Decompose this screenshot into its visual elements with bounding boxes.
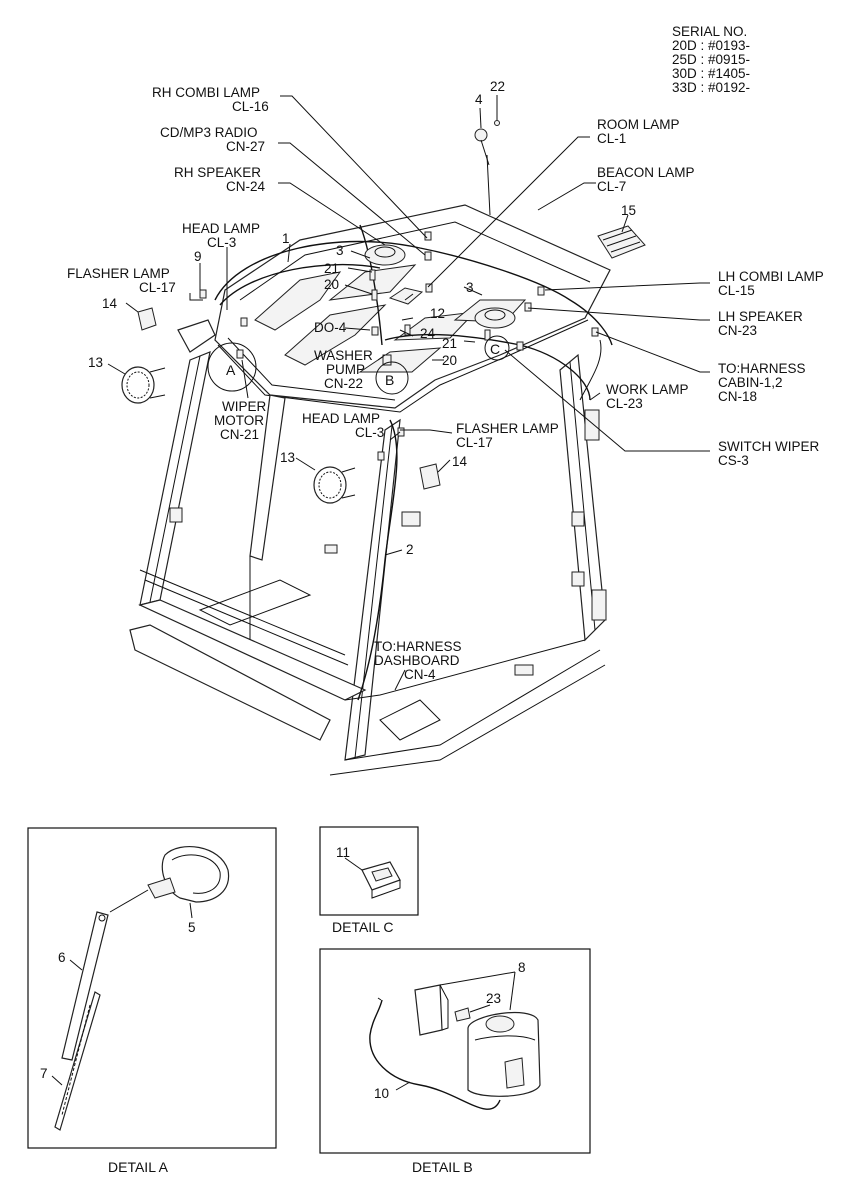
switch-wiper-code: CS-3: [718, 453, 749, 468]
part-number: 11: [336, 845, 350, 860]
flasher-lamp-left-code: CL-17: [139, 280, 176, 295]
rh-speaker-icon: [364, 244, 406, 266]
part-number: 23: [486, 991, 501, 1006]
part-number: 13: [280, 450, 295, 465]
room-lamp-icon: [388, 287, 424, 305]
part-number: 3: [466, 280, 474, 295]
work-lamp-label: WORK LAMP: [606, 382, 689, 397]
rh-speaker-code: CN-24: [226, 179, 266, 194]
lh-combi-lamp-label: LH COMBI LAMP: [718, 269, 824, 284]
part-number: 15: [621, 203, 636, 218]
part-number: 2: [406, 542, 414, 557]
wiper-blade-icon: [54, 991, 101, 1131]
flasher-lamp-center-icon: [419, 463, 441, 490]
washer-pump-label: WASHER: [314, 348, 373, 363]
lh-speaker-icon: [474, 307, 516, 329]
rh-speaker-label: RH SPEAKER: [174, 165, 261, 180]
part-number: 20: [324, 277, 339, 292]
harness-dashboard-label: TO:HARNESS: [374, 639, 462, 654]
detail-markers: A B C: [207, 335, 510, 395]
part-number: 22: [490, 79, 505, 94]
beacon-lamp-icon: [597, 225, 646, 259]
leader-lines: [107, 95, 710, 691]
head-lamp-center-label: HEAD LAMP: [302, 411, 380, 426]
harness-cabin-label: TO:HARNESS: [718, 361, 806, 376]
head-lamp-left-code: CL-3: [207, 235, 236, 250]
part-number: 20: [442, 353, 457, 368]
harness-dashboard-code: CN-4: [404, 667, 436, 682]
roof-components: [177, 120, 646, 461]
antenna-base-icon: [474, 128, 488, 142]
serial-line: 20D : #0193-: [672, 38, 750, 53]
detail-marker-c: C: [490, 341, 500, 357]
detail-b-panel: 8 23 10: [319, 948, 591, 1154]
part-number: 24: [420, 326, 436, 341]
switch-wiper-label: SWITCH WIPER: [718, 439, 819, 454]
beacon-lamp-label: BEACON LAMP: [597, 165, 695, 180]
part-number: 5: [188, 920, 196, 935]
flasher-lamp-left-icon: [137, 307, 157, 331]
part-number: 4: [475, 92, 483, 107]
wiper-motor-label-2: MOTOR: [214, 413, 264, 428]
callout-labels: RH COMBI LAMP CL-16 CD/MP3 RADIO CN-27 R…: [67, 85, 824, 682]
beacon-lamp-code: CL-7: [597, 179, 626, 194]
harness-cabin-code: CN-18: [718, 389, 757, 404]
lh-speaker-label: LH SPEAKER: [718, 309, 803, 324]
do4-label: DO-4: [314, 320, 347, 335]
flasher-lamp-center-code: CL-17: [456, 435, 493, 450]
head-lamp-center-code: CL-3: [355, 425, 384, 440]
cd-radio-label: CD/MP3 RADIO: [160, 125, 258, 140]
washer-pump-code: CN-22: [324, 376, 363, 391]
detail-c-caption: DETAIL C: [332, 919, 393, 935]
part-number: 7: [40, 1066, 48, 1081]
harness-dashboard-label-2: DASHBOARD: [374, 653, 460, 668]
detail-marker-b: B: [385, 372, 394, 388]
washer-bracket-icon: [414, 984, 443, 1036]
detail-marker-a: A: [226, 362, 236, 378]
part-number: 13: [88, 355, 103, 370]
part-number: 14: [452, 454, 468, 469]
work-lamp-code: CL-23: [606, 396, 643, 411]
flasher-lamp-center-label: FLASHER LAMP: [456, 421, 559, 436]
part-number: 1: [282, 231, 290, 246]
detail-b-caption: DETAIL B: [412, 1159, 473, 1175]
part-number: 3: [336, 243, 344, 258]
part-numbers: 4 22 1 3 3 9 21 21 20 20 12 24 14 14 13 …: [88, 79, 636, 557]
washer-cap-icon: [485, 1015, 515, 1033]
detail-c-panel: 11: [319, 826, 419, 916]
detail-a-panel: 5 6 7: [27, 827, 277, 1149]
room-lamp-code: CL-1: [597, 131, 626, 146]
head-lamp-left-label: HEAD LAMP: [182, 221, 260, 236]
part-number: 21: [442, 336, 457, 351]
head-lamp-center-icon: [313, 466, 356, 504]
flasher-lamp-left-label: FLASHER LAMP: [67, 266, 170, 281]
serial-line: 25D : #0915-: [672, 52, 750, 67]
wiper-motor-code: CN-21: [220, 427, 259, 442]
serial-number-block: SERIAL NO. 20D : #0193- 25D : #0915- 30D…: [672, 24, 750, 95]
part-number: 9: [194, 249, 202, 264]
room-lamp-label: ROOM LAMP: [597, 117, 680, 132]
head-lamp-left-icon: [121, 366, 166, 404]
rh-combi-lamp-label: RH COMBI LAMP: [152, 85, 260, 100]
rh-combi-lamp-code: CL-16: [232, 99, 269, 114]
detail-a-caption: DETAIL A: [108, 1159, 169, 1175]
part-number: 14: [102, 296, 118, 311]
lh-combi-lamp-code: CL-15: [718, 283, 755, 298]
serial-title: SERIAL NO.: [672, 24, 747, 39]
harness-cabin-label-2: CABIN-1,2: [718, 375, 783, 390]
wiper-arm-icon: [61, 911, 109, 1061]
wiper-motor-label: WIPER: [222, 399, 267, 414]
serial-line: 33D : #0192-: [672, 80, 750, 95]
lamps: [121, 307, 441, 504]
part-number: 10: [374, 1086, 389, 1101]
part-number: 6: [58, 950, 66, 965]
part-number: 21: [324, 261, 339, 276]
lh-speaker-code: CN-23: [718, 323, 757, 338]
part-number: 8: [518, 960, 526, 975]
part-number: 12: [430, 306, 445, 321]
cd-radio-code: CN-27: [226, 139, 265, 154]
serial-line: 30D : #1405-: [672, 66, 750, 81]
washer-pump-label-2: PUMP: [326, 362, 365, 377]
